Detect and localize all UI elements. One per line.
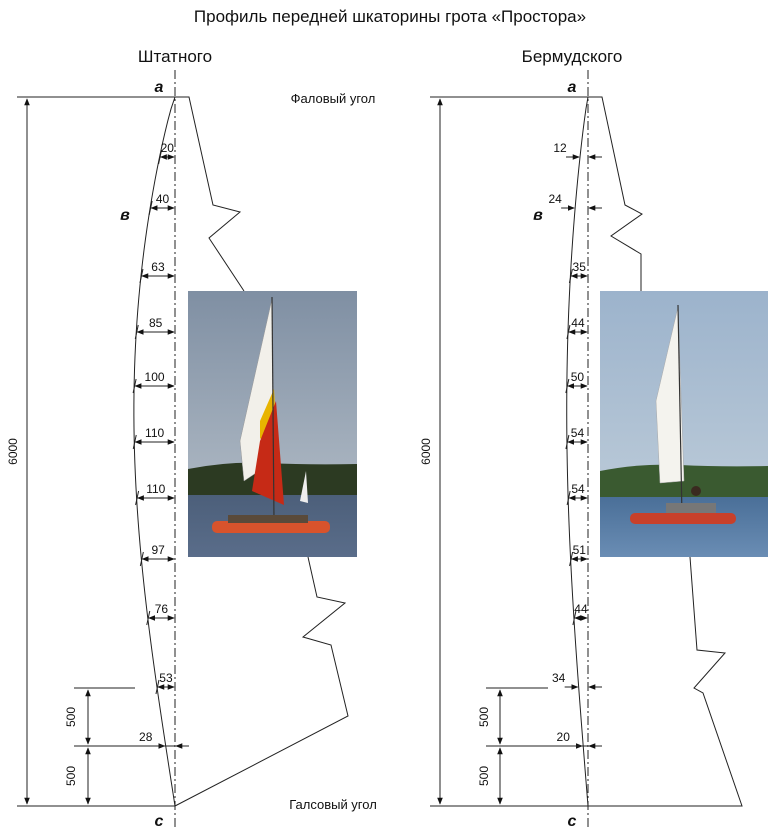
panel-heading: Бермудского bbox=[522, 47, 623, 66]
head-corner-label: Фаловый угол bbox=[291, 91, 376, 106]
offset-value: 35 bbox=[573, 260, 587, 274]
offset-tick bbox=[146, 610, 151, 626]
segment-dimension-label: 500 bbox=[64, 707, 78, 727]
point-a-label: а bbox=[568, 79, 577, 96]
offset-value: 97 bbox=[151, 543, 165, 557]
offset-tick bbox=[155, 679, 160, 695]
photo-deck bbox=[666, 503, 716, 513]
offset-tick bbox=[134, 324, 139, 340]
offset-value: 40 bbox=[156, 192, 170, 206]
leech-outline-lower bbox=[588, 556, 743, 807]
offset-tick bbox=[139, 551, 144, 567]
offset-value: 34 bbox=[552, 671, 566, 685]
photo-sail bbox=[655, 306, 685, 484]
photo-hull bbox=[212, 521, 330, 533]
offset-tick bbox=[148, 200, 153, 216]
segment-dimension-label: 500 bbox=[477, 766, 491, 786]
luff-curve bbox=[566, 96, 589, 807]
offset-tick bbox=[568, 268, 573, 284]
sailboat-photo bbox=[600, 291, 768, 557]
offset-tick bbox=[158, 149, 163, 165]
sailboat-photo bbox=[188, 291, 357, 557]
offset-value: 54 bbox=[571, 426, 585, 440]
point-v-label: в bbox=[120, 207, 130, 224]
photo-distant-sail bbox=[300, 471, 308, 503]
offset-value: 110 bbox=[145, 426, 164, 440]
point-a-label: а bbox=[155, 79, 164, 96]
photo-mast bbox=[271, 296, 275, 522]
panel-standard: Штатного 6000 20 40 63 85 100 110 110 97 76 53 28 500… bbox=[6, 47, 357, 830]
figure-title: Профиль передней шкаторины грота «Просто… bbox=[194, 7, 586, 26]
offset-tick bbox=[135, 490, 140, 506]
point-v-label: в bbox=[533, 207, 543, 224]
photo-deck bbox=[228, 515, 308, 523]
offset-value: 85 bbox=[149, 316, 163, 330]
offset-tick bbox=[565, 434, 570, 450]
offset-tick bbox=[132, 434, 137, 450]
segment-dimension-label: 500 bbox=[477, 707, 491, 727]
offset-value: 50 bbox=[571, 370, 585, 384]
segment-dimension-label: 500 bbox=[64, 766, 78, 786]
panel-heading: Штатного bbox=[138, 47, 212, 66]
offset-value: 63 bbox=[151, 260, 165, 274]
offset-tick bbox=[569, 551, 574, 567]
photo-sailor bbox=[691, 486, 701, 496]
offset-value: 44 bbox=[574, 602, 588, 616]
panel-bermuda: Бермудского 6000 12 24 35 44 50 54 54 51 44 34 20 500… bbox=[419, 47, 768, 830]
offset-value: 44 bbox=[571, 316, 585, 330]
offset-tick bbox=[572, 610, 577, 626]
point-c-label: с bbox=[155, 813, 164, 830]
offset-value: 76 bbox=[155, 602, 169, 616]
height-dimension-label: 6000 bbox=[6, 438, 20, 465]
offset-value: 100 bbox=[145, 370, 165, 384]
photo-hull bbox=[630, 513, 736, 524]
offset-value: 110 bbox=[146, 482, 165, 496]
offset-value: 28 bbox=[139, 730, 153, 744]
offset-value: 54 bbox=[571, 482, 585, 496]
offset-tick bbox=[566, 490, 571, 506]
offset-value: 12 bbox=[553, 141, 567, 155]
tack-corner-label: Галсовый угол bbox=[289, 797, 377, 812]
offset-value: 53 bbox=[159, 671, 173, 685]
photo-sail-stripe-red bbox=[252, 401, 284, 505]
leech-outline-upper bbox=[175, 96, 245, 292]
offset-value: 20 bbox=[161, 141, 175, 155]
photo-mast bbox=[677, 304, 683, 518]
offset-tick bbox=[139, 268, 144, 284]
offset-tick bbox=[565, 378, 570, 394]
leech-outline-upper bbox=[588, 96, 643, 291]
offset-value: 24 bbox=[548, 192, 562, 206]
offset-tick bbox=[566, 324, 571, 340]
offset-tick bbox=[132, 378, 137, 394]
height-dimension-label: 6000 bbox=[419, 438, 433, 465]
offset-value: 51 bbox=[573, 543, 587, 557]
point-c-label: с bbox=[568, 813, 577, 830]
leech-outline-lower bbox=[174, 556, 349, 807]
photo-treeline bbox=[600, 464, 768, 501]
offset-value: 20 bbox=[557, 730, 571, 744]
